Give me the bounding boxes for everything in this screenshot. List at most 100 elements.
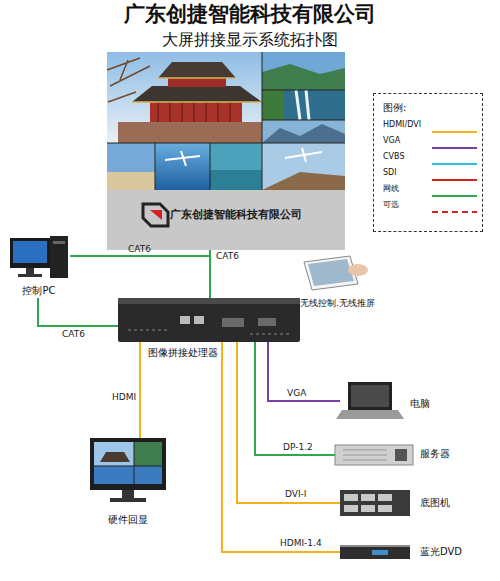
node-text: 广东创捷智能科技有限公司 [170, 208, 302, 221]
cable-connector [255, 342, 335, 455]
legend-text: 可选 [383, 200, 399, 210]
cable-connector [268, 342, 340, 401]
rj45-port [194, 316, 204, 324]
processor-top [118, 298, 300, 304]
legend-text: 网线 [383, 184, 399, 194]
tablet: 无线控制.无线推屏 [300, 255, 372, 291]
forest [262, 90, 284, 120]
cable-connector [222, 342, 340, 552]
legend-box: 图例:HDMI/DVIVGACVBSSDI网线可选 [373, 93, 483, 232]
hills [262, 64, 345, 90]
temple-roof [132, 86, 262, 102]
tablet-art [304, 256, 368, 290]
laptop-lid [348, 382, 392, 410]
cable-connector [70, 256, 210, 298]
node-text: 服务器 [420, 448, 450, 460]
node-text: 控制PC [8, 285, 70, 297]
sky-tile [262, 143, 345, 190]
monitor-base [110, 498, 146, 502]
server: 服务器 [335, 445, 413, 465]
node-text: 硬件回显 [90, 514, 166, 526]
sea-tile [210, 143, 262, 190]
cable-label: CAT6 [62, 329, 85, 340]
node-text: 图像拼接处理器 [148, 347, 218, 359]
pc-screen [13, 241, 47, 263]
diagram-title: 广东创捷智能科技有限公司 [0, 2, 500, 27]
lake-tile [262, 52, 345, 90]
screen-tile [134, 442, 162, 466]
boardwalk [262, 172, 345, 190]
drive-bay [361, 494, 375, 501]
temple-tile [107, 52, 262, 143]
legend-line [432, 195, 477, 197]
temple-columns [158, 102, 230, 122]
screen-tile [94, 442, 134, 466]
roof-trim [132, 78, 262, 102]
monitor-stand [122, 490, 134, 498]
processor-art [118, 298, 300, 342]
waterfall [296, 90, 309, 120]
screen-tile [94, 466, 162, 484]
dvd-top [340, 545, 410, 547]
laptop: 电脑 [340, 382, 396, 420]
logo [143, 204, 168, 226]
laptop-base [336, 410, 404, 419]
dvi-port [222, 318, 244, 327]
base-map-host-art [340, 490, 410, 516]
screen-temple [100, 452, 130, 462]
server-art [335, 445, 413, 465]
pc-tower [50, 236, 68, 278]
drive-bay [344, 494, 358, 501]
server-panel [395, 449, 407, 461]
rj45-port [180, 316, 190, 324]
cable-connector [237, 342, 340, 503]
cable-label: CAT6 [216, 251, 239, 262]
legend-line [432, 179, 477, 181]
laptop-screen [351, 385, 389, 407]
video-wall: 广东创捷智能科技有限公司 [107, 52, 345, 250]
temple-base [118, 122, 262, 143]
cable-label: HDMI-1.4 [280, 538, 322, 549]
plane-tile [155, 143, 210, 190]
wall-band [107, 190, 345, 250]
pc-monitor [10, 238, 50, 268]
node-text: 电脑 [410, 398, 430, 410]
port-row [128, 330, 290, 334]
host-body [340, 490, 410, 516]
monitor-frame [90, 438, 166, 490]
cable-label: CAT6 [128, 244, 151, 255]
pc-drive [53, 241, 65, 244]
laptop-art [336, 382, 404, 419]
server-body [335, 445, 413, 465]
cable-connector [139, 342, 141, 438]
drive-bay [361, 505, 375, 512]
wall-frame [107, 52, 345, 250]
legend-samples [432, 132, 477, 212]
monitor-screen [94, 442, 162, 484]
pc-base [18, 274, 42, 277]
legend-text: CVBS [383, 152, 404, 162]
sea [210, 170, 262, 190]
monitor-art [90, 438, 166, 502]
cable-label: DVI-I [285, 489, 307, 500]
splicing-processor: 图像拼接处理器 [118, 298, 300, 342]
control-pc: 控制PC [8, 234, 70, 298]
waterfall-tile [262, 90, 345, 120]
legend-line [432, 211, 477, 213]
cable-label: DP-1.2 [283, 442, 313, 453]
sand [107, 172, 155, 190]
diagram-label: 图例: [383, 102, 406, 114]
processor-body [118, 300, 300, 342]
drive-bay [378, 494, 392, 501]
node-text: 无线控制.无线推屏 [300, 298, 375, 309]
vga-port [258, 318, 276, 326]
bluray-dvd: 蓝光DVD [340, 545, 410, 559]
tablet-screen [308, 259, 354, 286]
dvd-art [340, 545, 410, 559]
drive-bay [344, 505, 358, 512]
mountains [262, 124, 345, 143]
node-text: 蓝光DVD [420, 546, 462, 558]
base-map-host: 底图机 [340, 490, 410, 516]
mountain-tile [262, 120, 345, 143]
